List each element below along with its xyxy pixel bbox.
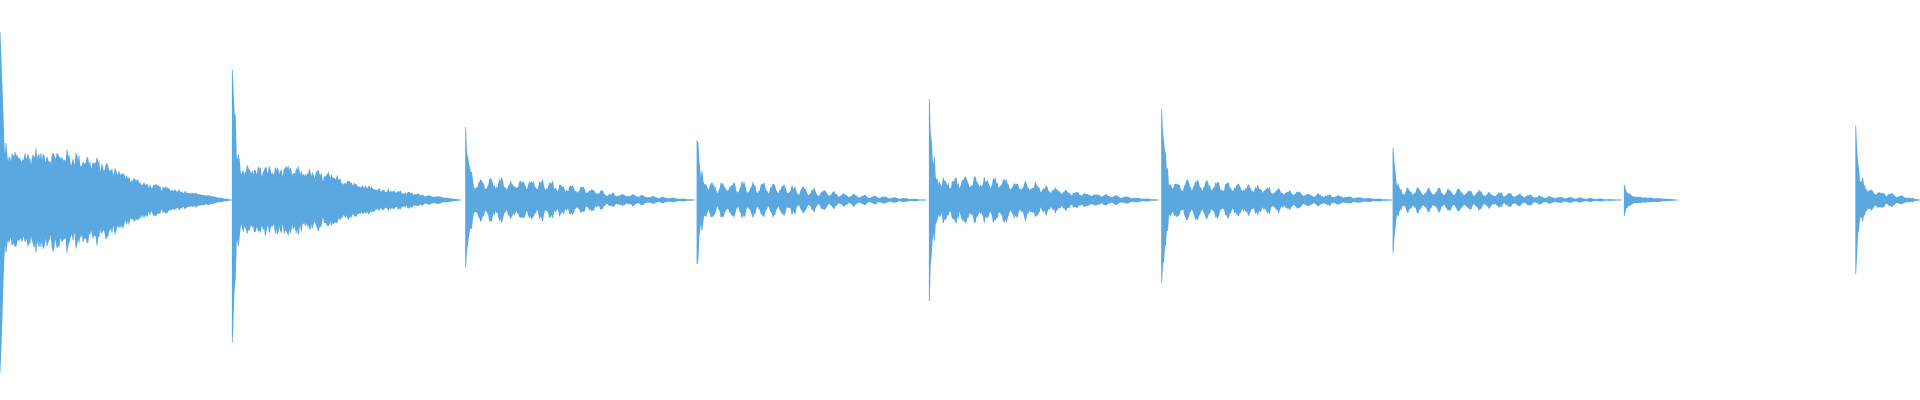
waveform-segments xyxy=(0,31,1920,373)
